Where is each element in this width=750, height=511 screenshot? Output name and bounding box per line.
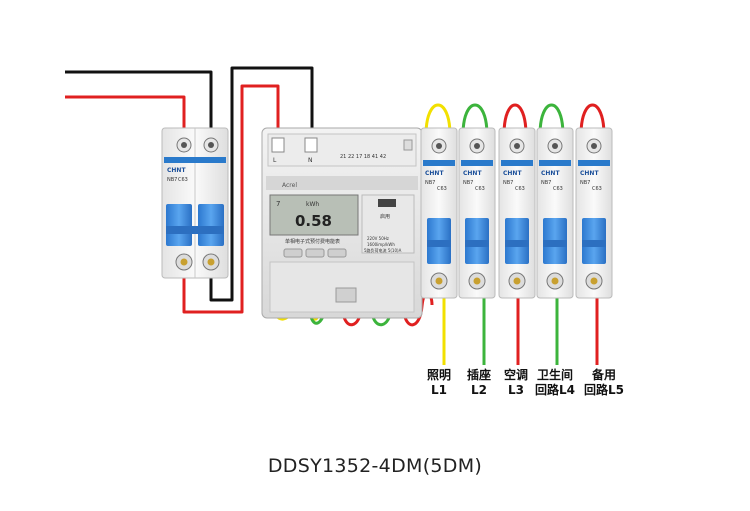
l1-top-loop — [424, 103, 452, 136]
circuit-l2-name: 插座 — [467, 368, 492, 382]
meter-lcd-reading: 0.58 — [295, 212, 332, 230]
meter-side-label: 启用 — [380, 213, 390, 220]
circuit-l4-name: 卫生间 — [536, 368, 573, 382]
branch-breaker-l3-model: NB7 — [503, 180, 513, 186]
circuit-label-l2: 插座 L2 — [467, 368, 491, 398]
branch-breakers: CHNTNB7C63CHNTNB7C63CHNTNB7C63CHNTNB7C63… — [420, 127, 613, 299]
branch-breaker-l3-rating: C63 — [515, 186, 525, 192]
meter-terminal-n-label: N — [308, 157, 313, 164]
meter-spec-2: 1600imp/kWh — [367, 242, 395, 247]
circuit-label-l4: 卫生间 回路L4 — [535, 368, 575, 398]
branch-breaker-l1-model: NB7 — [425, 180, 435, 186]
l5-top-loop — [579, 103, 606, 136]
circuit-l3-name: 空调 — [504, 368, 529, 382]
branch-breaker-l5-rating: C63 — [592, 186, 602, 192]
main-breaker-brand: CHNT — [167, 167, 186, 174]
meter-lcd-unit: kWh — [306, 201, 319, 208]
meter-terminal-neutral — [304, 137, 318, 153]
branch-breaker-l2-brand: CHNT — [463, 170, 482, 177]
branch-breaker-l2-rating: C63 — [475, 186, 485, 192]
breaker-to-meter-live-wire — [182, 84, 280, 314]
branch-breaker-l3-brand: CHNT — [503, 170, 522, 177]
model-caption: DDSY1352-4DM(5DM) — [267, 455, 483, 477]
incoming-live-wire — [65, 95, 186, 135]
circuit-l5-name: 备用 — [591, 368, 616, 382]
meter-terminal-l-label: L — [273, 157, 277, 164]
circuit-label-l3: 空调 L3 — [504, 368, 528, 398]
incoming-neutral-wire — [65, 70, 213, 135]
meter-description: 单相电子式预付费电能表 — [285, 238, 340, 245]
main-breaker-rating: C63 — [178, 177, 188, 183]
meter-spec-1: 220V 50Hz — [367, 236, 389, 241]
branch-breaker-l5-model: NB7 — [580, 180, 590, 186]
branch-breaker-l1-brand: CHNT — [425, 170, 444, 177]
meter-terminal-live — [271, 137, 285, 153]
circuit-l1-name: 照明 — [427, 368, 452, 382]
l4-top-loop — [538, 103, 565, 136]
breaker-to-meter-neutral-wire — [209, 66, 314, 302]
branch-breaker-l4-rating: C63 — [553, 186, 563, 192]
branch-breaker-l5-brand: CHNT — [580, 170, 599, 177]
circuit-label-l5: 备用 回路L5 — [584, 368, 624, 398]
l3-top-loop — [502, 103, 528, 136]
branch-breaker-l4-brand: CHNT — [541, 170, 560, 177]
meter-pulse-terminals: 21 22 17 18 41 42 — [340, 154, 386, 160]
main-breaker: CHNT NB7 C63 — [161, 127, 229, 279]
branch-breaker-l2-model: NB7 — [463, 180, 473, 186]
circuit-label-l1: 照明 L1 — [427, 368, 451, 398]
branch-breaker-l4-model: NB7 — [541, 180, 551, 186]
incoming-wires — [65, 66, 314, 314]
meter-lcd-mark: 7 — [276, 200, 280, 208]
circuit-l4-code: 回路L4 — [535, 383, 575, 397]
l2-top-loop — [461, 103, 489, 136]
branch-breaker-l1-rating: C63 — [437, 186, 447, 192]
circuit-l3-code: L3 — [508, 383, 524, 397]
meter-spec-3: 5路负荷电流 5(10)A — [364, 247, 402, 253]
circuit-l1-code: L1 — [431, 383, 447, 397]
main-breaker-model: NB7 — [167, 177, 177, 183]
circuit-l5-code: 回路L5 — [584, 383, 624, 397]
meter-brand: Acrel — [282, 182, 297, 189]
branch-top-loops — [424, 103, 606, 136]
meter-lcd — [269, 194, 359, 236]
circuit-l2-code: L2 — [471, 383, 487, 397]
energy-meter: L N 21 22 17 18 41 42 Acrel 7 kWh 0.58 启… — [261, 127, 423, 319]
